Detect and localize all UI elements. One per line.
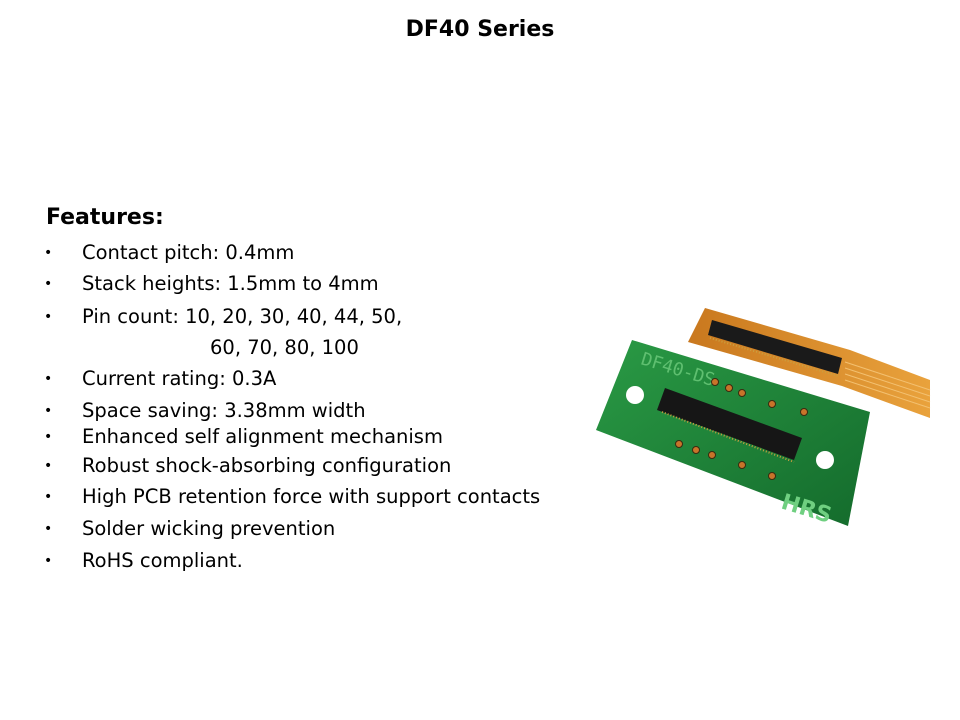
bullet-icon: • [44,553,53,569]
bullet-icon: • [44,371,53,387]
bullet-icon: • [44,489,53,505]
pcb-board: DF40-DS HRS [596,340,870,529]
feature-text: Enhanced self alignment mechanism [82,425,443,448]
connector-photo: DF40-DS HRS [596,308,931,529]
feature-text: Robust shock-absorbing configuration [82,454,452,477]
flex-board [688,308,931,418]
feature-continuation: 60, 70, 80, 100 [210,336,359,359]
slide-title: DF40 Series [405,17,555,42]
feature-text: High PCB retention force with support co… [82,485,541,508]
feature-text: Contact pitch: 0.4mm [82,241,295,264]
bullet-icon: • [44,309,53,325]
feature-text: Stack heights: 1.5mm to 4mm [82,272,379,295]
bullet-icon: • [44,458,53,474]
bullet-icon: • [44,245,53,261]
feature-text: RoHS compliant. [82,549,243,572]
feature-text: Current rating: 0.3A [82,367,277,390]
bullet-icon: • [44,429,53,445]
feature-text: Solder wicking prevention [82,517,336,540]
features-heading: Features: [46,205,164,230]
feature-text: Pin count: 10, 20, 30, 40, 44, 50, [82,305,403,328]
bullet-icon: • [44,276,53,292]
bullet-icon: • [44,403,53,419]
bullet-icon: • [44,521,53,537]
feature-text: Space saving: 3.38mm width [82,399,366,422]
